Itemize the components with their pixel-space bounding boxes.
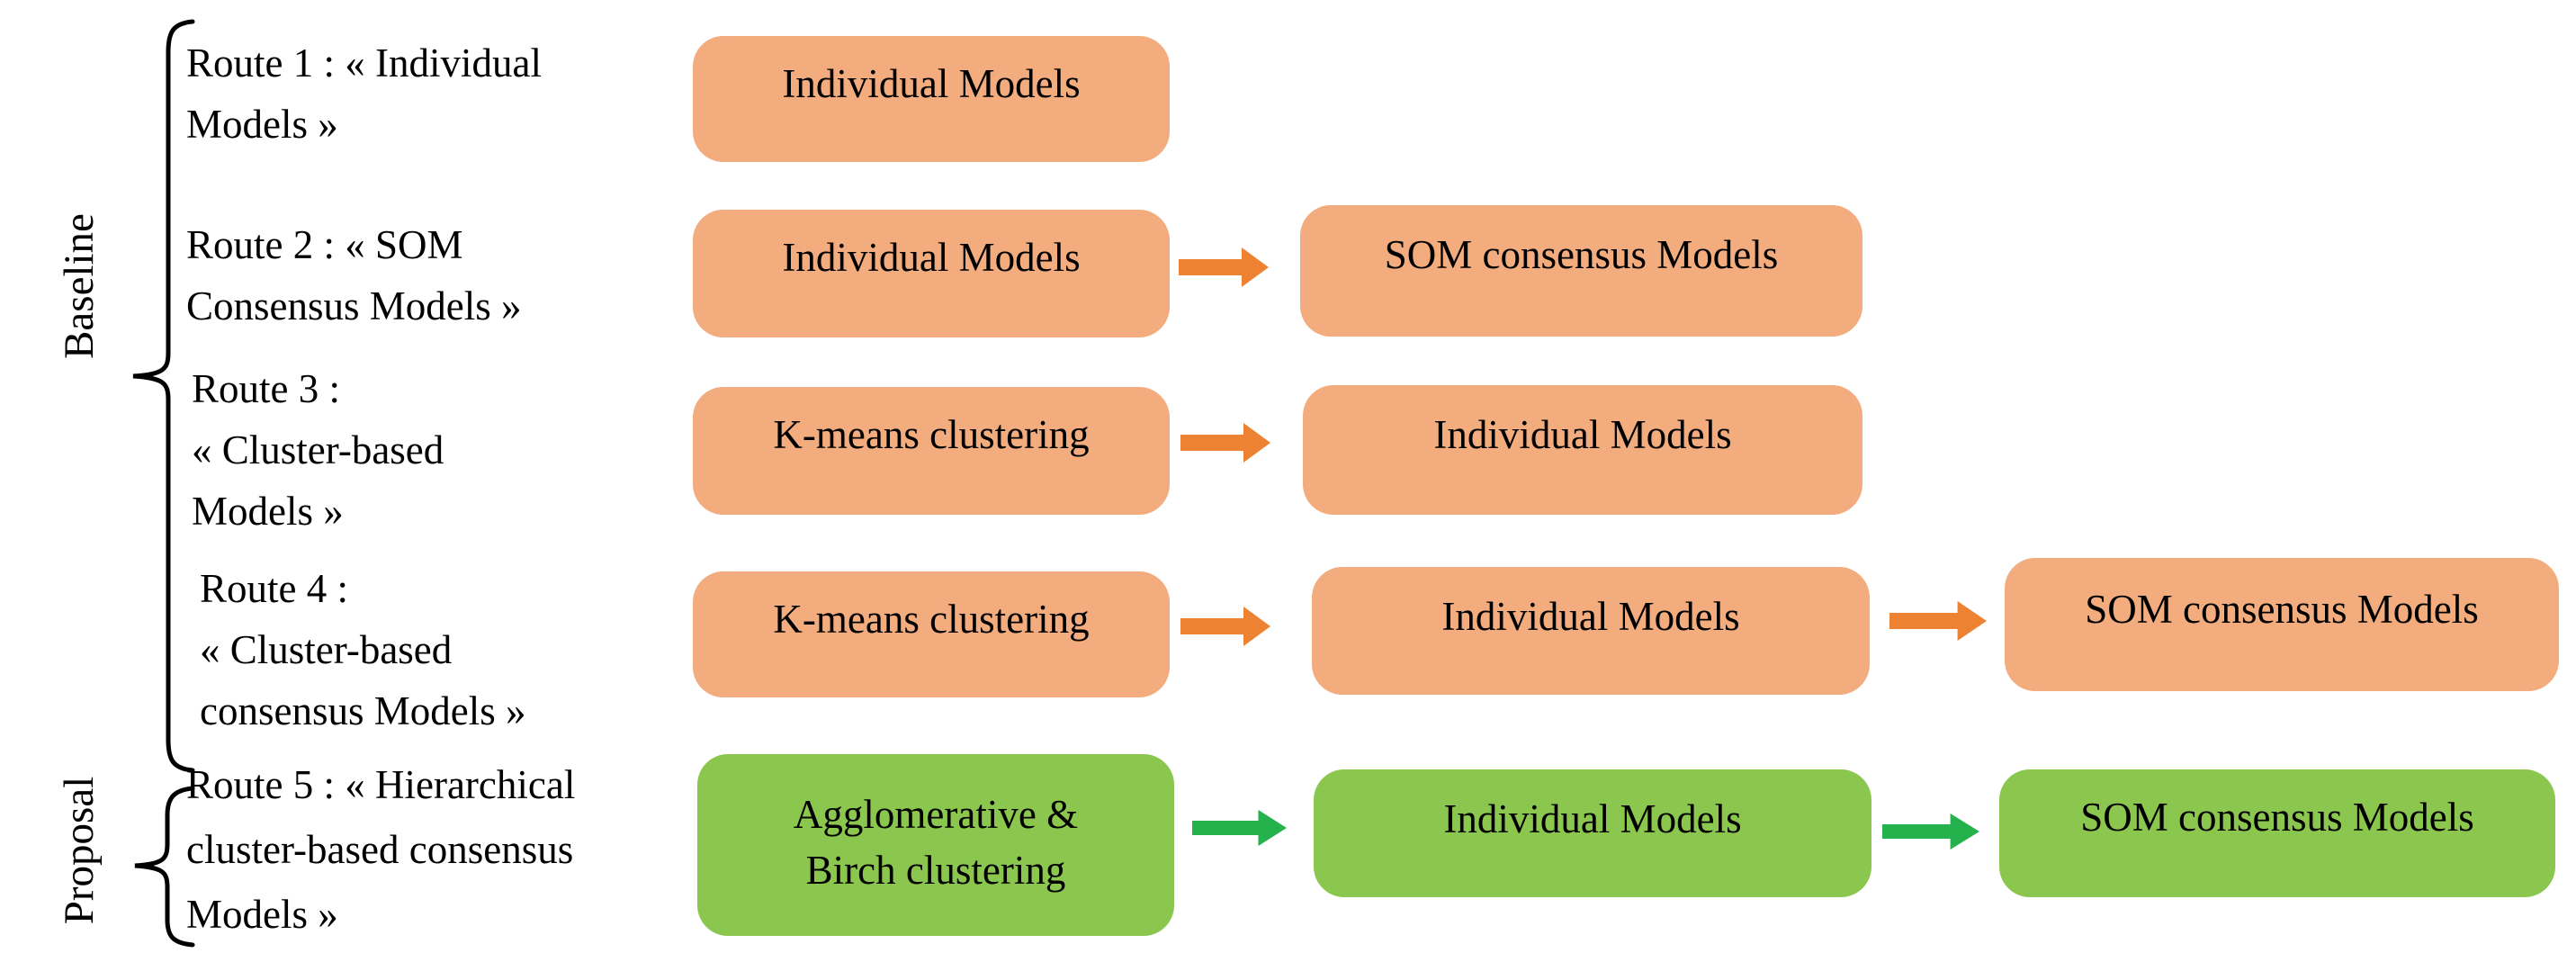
box-label: K-means clustering [773,412,1090,457]
box-label-line2: Birch clustering [805,848,1066,893]
box-label: SOM consensus Models [1384,232,1779,277]
box-individual-models-route5: Individual Models [1314,769,1871,897]
route4-label-line3: consensus Models » [200,688,526,733]
route2-label: Route 2 : « SOM Consensus Models » [186,214,522,337]
flow-arrow-icon [1179,247,1269,287]
box-kmeans-clustering-route4: K-means clustering [693,571,1170,697]
box-label: SOM consensus Models [2085,587,2479,632]
box-label: Individual Models [782,235,1081,280]
box-individual-models-route2: Individual Models [693,210,1170,337]
route3-label-line1: Route 3 : [192,366,340,411]
box-label: Individual Models [782,61,1081,106]
box-som-consensus-models-route2: SOM consensus Models [1300,205,1862,337]
route3-label-line2: « Cluster-based [192,427,444,472]
box-individual-models-route4: Individual Models [1312,567,1870,695]
box-individual-models-route1: Individual Models [693,36,1170,162]
box-agglomerative-birch-clustering-route5: Agglomerative & Birch clustering [697,754,1174,936]
route2-label-line1: Route 2 : « SOM [186,222,463,267]
flow-arrow-icon [1889,601,1987,641]
flow-arrow-icon [1180,423,1270,463]
route1-label-line2: Models » [186,102,338,147]
route1-label-line1: Route 1 : « Individual [186,40,542,85]
route5-label: Route 5 : « Hierarchical cluster-based c… [186,752,575,947]
box-som-consensus-models-route5: SOM consensus Models [1999,769,2555,897]
route4-label-line2: « Cluster-based [200,627,453,672]
box-individual-models-route3: Individual Models [1303,385,1862,515]
route2-label-line2: Consensus Models » [186,283,522,328]
box-label: K-means clustering [773,597,1090,642]
route1-label: Route 1 : « Individual Models » [186,32,542,155]
box-label: Individual Models [1433,412,1732,457]
box-label: SOM consensus Models [2080,795,2474,840]
flow-arrow-icon [1180,607,1270,646]
route3-label: Route 3 : « Cluster-based Models » [192,358,444,542]
box-label: Individual Models [1443,796,1742,841]
flow-arrow-icon [1882,812,1979,851]
baseline-brace [132,19,195,773]
flow-arrow-icon [1192,808,1287,848]
box-kmeans-clustering-route3: K-means clustering [693,387,1170,515]
box-som-consensus-models-route4: SOM consensus Models [2005,558,2559,691]
route4-label: Route 4 : « Cluster-based consensus Mode… [200,558,525,742]
route3-label-line3: Models » [192,489,344,534]
proposal-group-label: Proposal [56,776,103,925]
route5-label-line2: cluster-based consensus [186,827,574,872]
box-label-line1: Agglomerative & [793,792,1079,837]
route4-label-line1: Route 4 : [200,566,348,611]
box-label: Individual Models [1441,594,1740,639]
baseline-group-label: Baseline [56,213,103,359]
route5-label-line1: Route 5 : « Hierarchical [186,762,576,807]
route5-label-line3: Models » [186,892,338,937]
proposal-brace [134,786,195,948]
